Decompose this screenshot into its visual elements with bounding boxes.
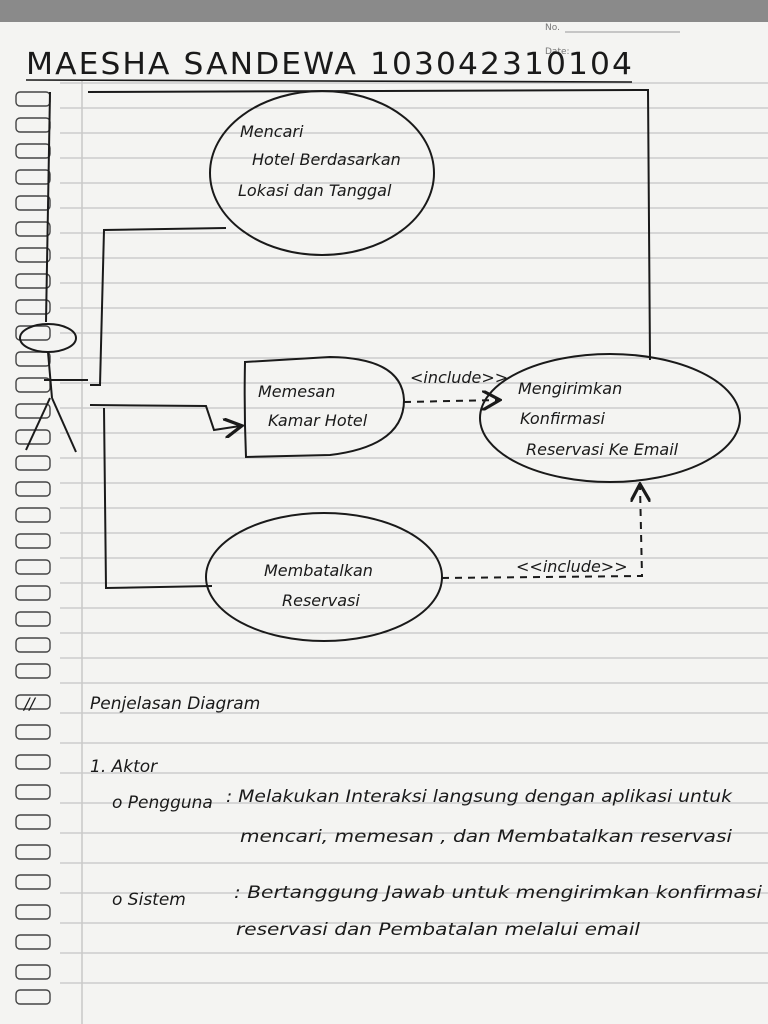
notes-section-actor: 1. Aktor [90, 757, 158, 777]
usecase-search-line-3: Lokasi dan Tanggal [238, 181, 392, 200]
usecase-confirm-line-1: Mengirimkan [518, 379, 622, 398]
usecase-confirm-line-3: Reservasi Ke Email [526, 440, 679, 459]
date-label: Date: [545, 47, 570, 57]
notes-item-system-line-1: : Bertanggung Jawab untuk mengirimkan ko… [234, 883, 762, 903]
ruled-lines [60, 82, 768, 984]
notes-item-user-label: o Pengguna [112, 793, 213, 813]
notes-heading: Penjelasan Diagram [90, 694, 260, 714]
include-label-book: <include>> [410, 368, 508, 387]
usecase-confirm-line-2: Konfirmasi [520, 409, 605, 428]
usecase-book-line-2: Kamar Hotel [268, 411, 368, 430]
usecase-search-line-2: Hotel Berdasarkan [252, 150, 401, 169]
usecase-book-shape [243, 355, 406, 459]
notes-item-system-label: o Sistem [112, 890, 186, 910]
actor-figure [19, 91, 88, 453]
usecase-search-line-1: Mencari [240, 122, 304, 141]
system-boundary [87, 88, 651, 361]
notes-item-system-line-2: reservasi dan Pembatalan melalui email [236, 920, 640, 940]
usecase-cancel-line-1: Membatalkan [264, 561, 373, 580]
include-arrows [403, 400, 642, 579]
usecase-confirm-ellipse [479, 353, 741, 483]
notes-item-user-line-1: : Melakukan Interaksi langsung dengan ap… [226, 787, 733, 807]
association-lines [89, 227, 240, 590]
margin-mark: // [22, 694, 36, 713]
no-label: No. [545, 23, 560, 33]
binder-holes [15, 91, 51, 1005]
include-label-cancel: <<include>> [516, 557, 628, 576]
usecase-book-line-1: Memesan [258, 382, 335, 401]
page-title: MAESHA SANDEWA 103042310104 [26, 47, 634, 82]
usecase-search-ellipse [209, 90, 435, 256]
usecase-cancel-line-2: Reservasi [282, 591, 360, 610]
notes-item-user-line-2: mencari, memesan , dan Membatalkan reser… [240, 827, 732, 847]
